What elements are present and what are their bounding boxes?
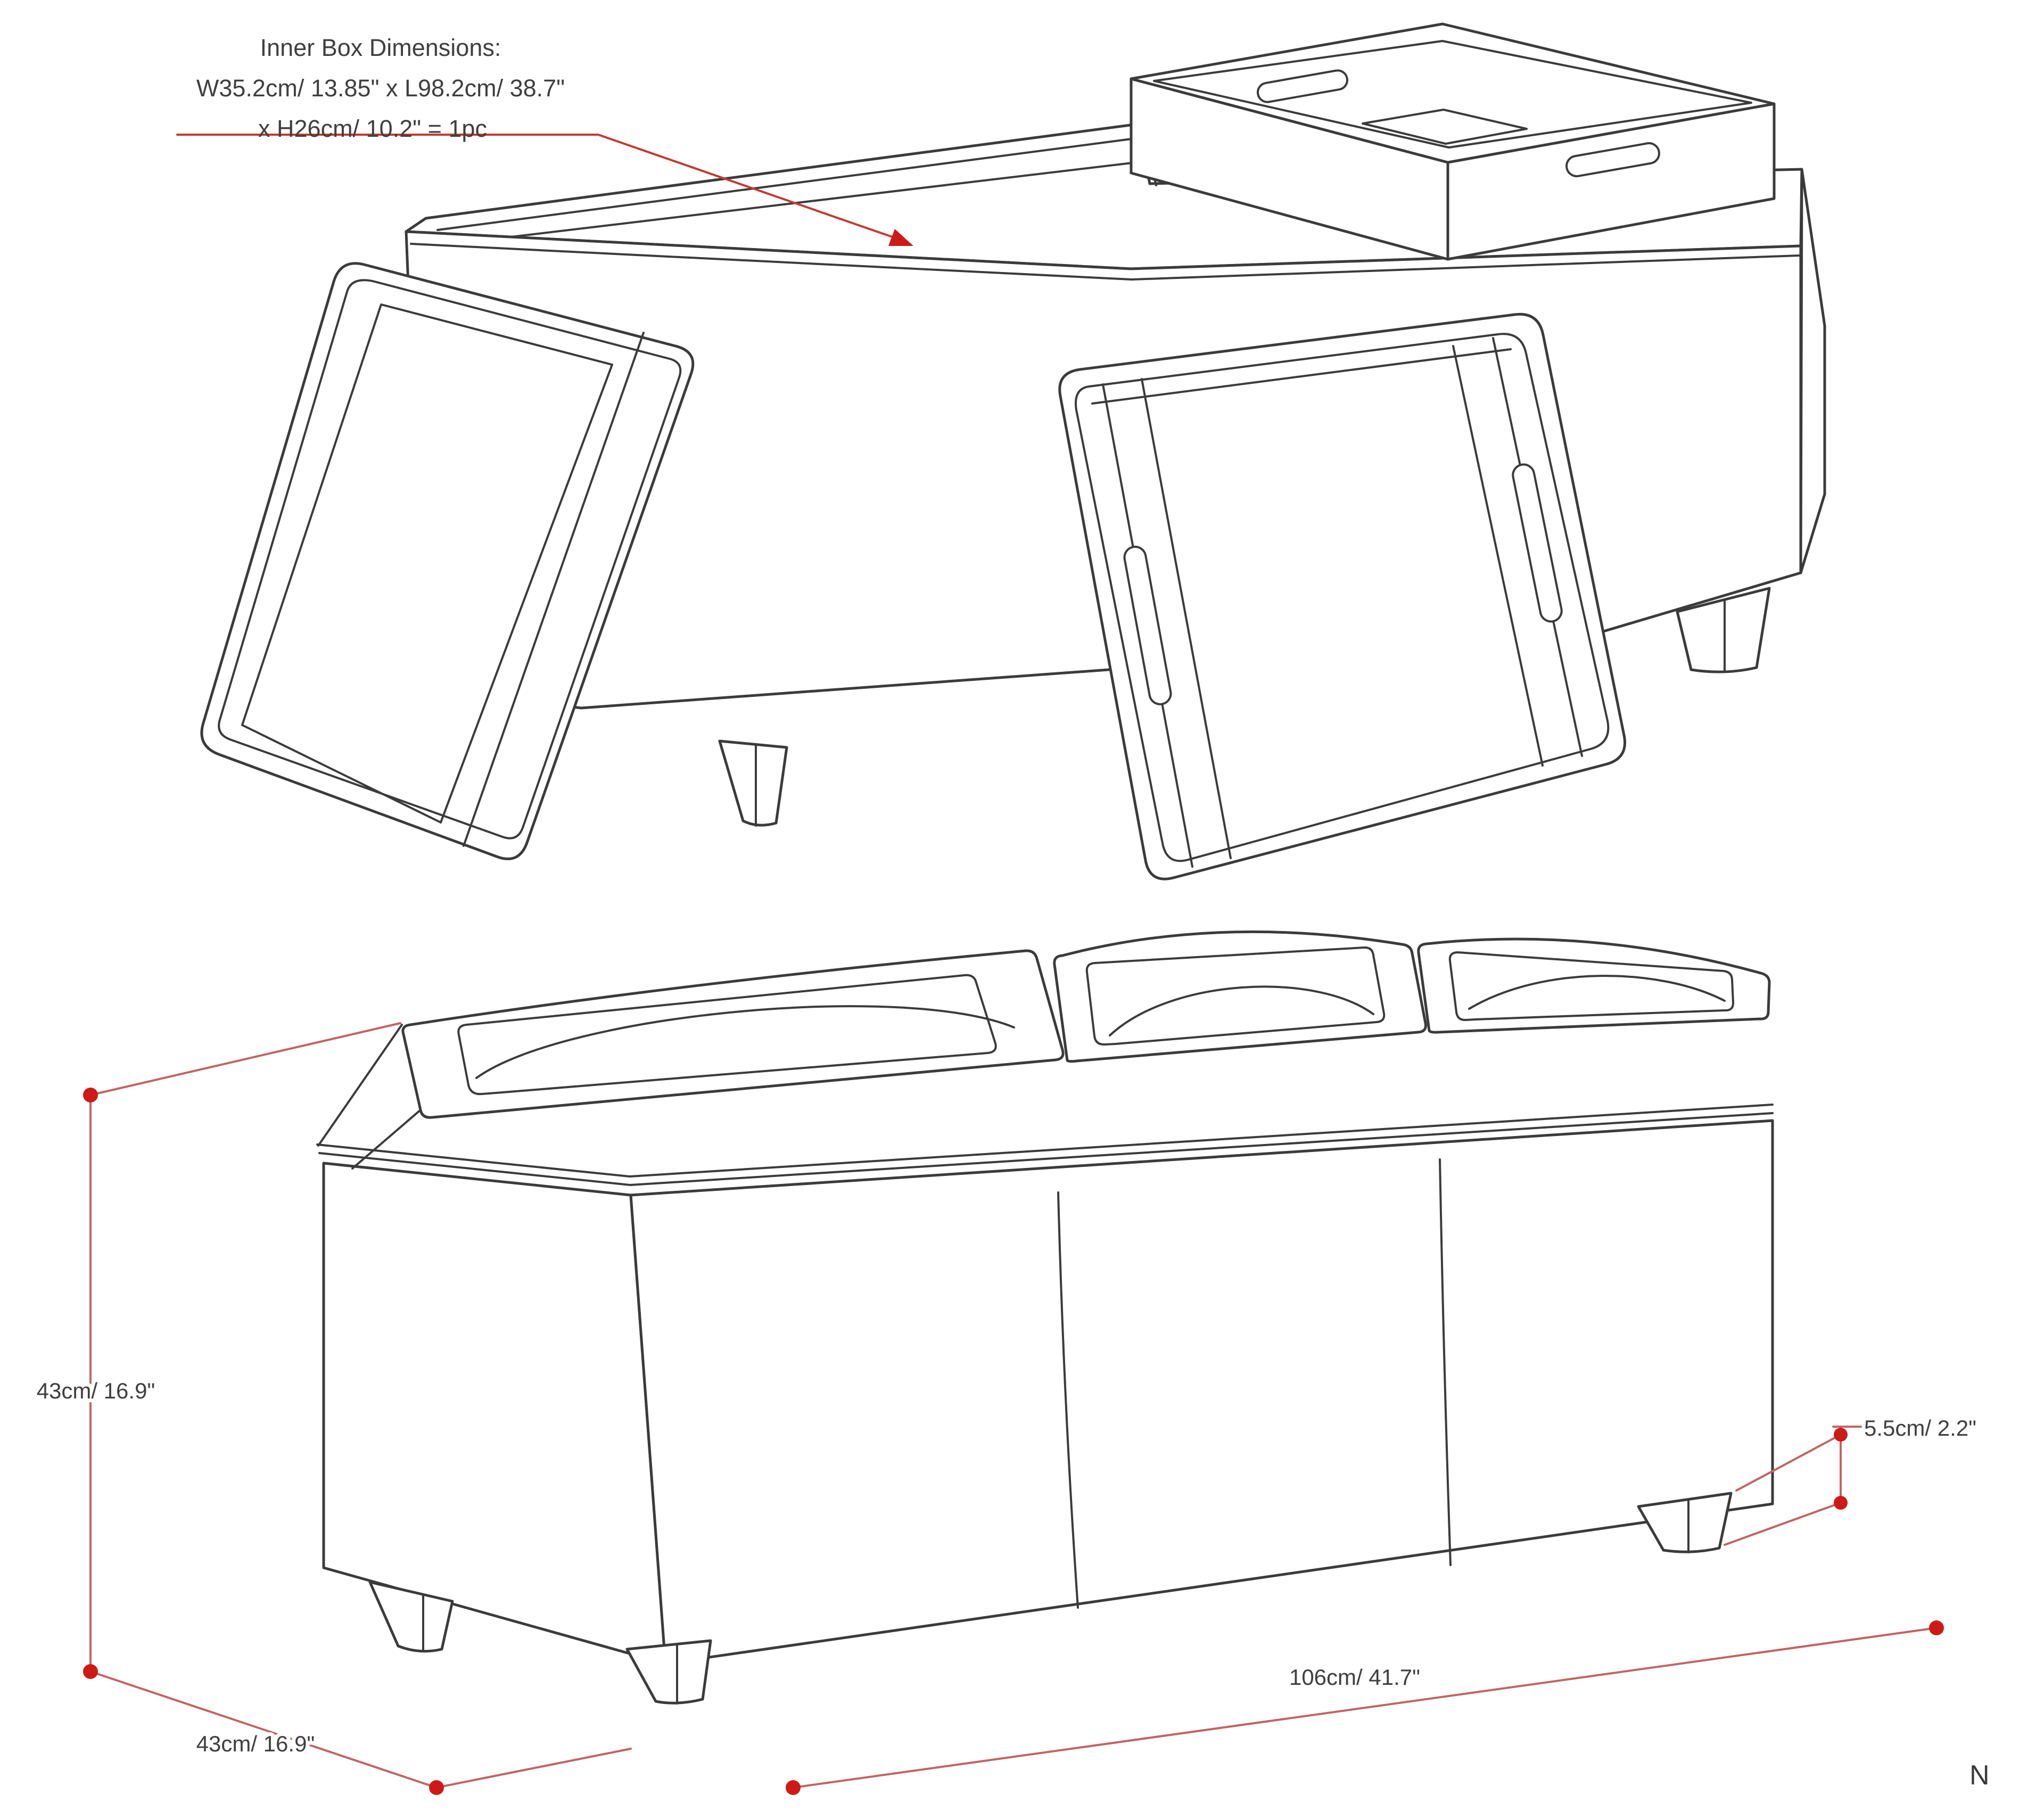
lid-band-lower (318, 1112, 1774, 1186)
trunk-opening-rim-inner (436, 136, 1144, 231)
trunk-front-rim-line (410, 243, 1800, 281)
tray-middle-outline (1058, 312, 1626, 880)
tray-middle-left-handle-icon (1123, 546, 1172, 705)
tray-left-back-panel (241, 303, 613, 824)
tray-left-side-band (463, 332, 645, 847)
inner-box-title-line3: x H26cm/ 10.2" = 1pc (258, 115, 487, 142)
height-dot-top (83, 1088, 98, 1102)
tray-box-left-handle-icon (1257, 69, 1348, 103)
leaning-tray-left (200, 262, 695, 860)
cushion-right (1417, 937, 1771, 1034)
tray-middle-top-band (1091, 348, 1512, 405)
tray-left-inner-border (218, 279, 682, 839)
leg-leader-bottom (1724, 1502, 1842, 1546)
tray-box-right-handle-icon (1565, 142, 1660, 177)
depth-corner-dot (429, 1780, 444, 1795)
leg-height-dimension-label: 5.5cm/ 2.2" (1864, 1415, 1976, 1441)
body-front-face (629, 1119, 1774, 1665)
lid-band-upper (316, 1104, 1774, 1178)
trunk-right-face (1799, 168, 1826, 574)
tray-middle-right-band-2 (1452, 345, 1544, 767)
leg-dot-top (1834, 1428, 1848, 1442)
length-dimension-line (792, 1627, 1938, 1789)
leader-arrowhead-icon (888, 229, 913, 246)
height-leader-bottom (89, 1670, 438, 1789)
inner-box-leader-line (176, 134, 909, 243)
inner-box-title-line1: Inner Box Dimensions: (260, 34, 501, 61)
labels: Inner Box Dimensions: W35.2cm/ 13.85" x … (33, 34, 1990, 1791)
trunk-front-left-leg (718, 739, 788, 827)
depth-dimension-line (435, 1748, 632, 1789)
height-dimension-label: 43cm/ 16.9" (37, 1378, 155, 1403)
height-leader-top (89, 1022, 401, 1096)
length-dot-right (1929, 1620, 1944, 1635)
cushion-left (401, 949, 1065, 1119)
tray-box-rim-inner (1153, 40, 1752, 149)
leg-dot-bottom (1834, 1496, 1848, 1510)
tray-middle-right-handle-icon (1512, 463, 1563, 623)
open-ottoman-illustration (200, 22, 1826, 880)
cushion-left-silhouette (317, 1024, 403, 1147)
depth-dimension-label: 43cm/ 16.9" (196, 1731, 315, 1756)
trunk-opening-inner-bottom (461, 161, 1138, 244)
body-seam-right (1439, 1158, 1452, 1566)
foot-front-left (625, 1639, 712, 1705)
dimension-annotations (83, 134, 1944, 1795)
trunk-right-leg (1676, 587, 1771, 673)
tray-box-inner-bottom (1362, 109, 1528, 145)
tray-middle-inner-border (1075, 333, 1610, 862)
cushion-left-thickness (351, 1109, 422, 1170)
tray-box-on-top (1130, 22, 1776, 261)
foot-right (1637, 1492, 1733, 1553)
tray-middle-left-band-2 (1141, 378, 1232, 859)
length-dot-left (786, 1780, 801, 1795)
foot-rear-left (368, 1581, 454, 1653)
inner-box-title-line2: W35.2cm/ 13.85" x L98.2cm/ 38.7" (196, 75, 565, 102)
height-dot-bottom (83, 1664, 98, 1679)
closed-ottoman-illustration (316, 930, 1774, 1705)
tray-left-outline (200, 262, 695, 860)
corner-mark: N (1969, 1760, 1990, 1791)
length-dimension-label: 106cm/ 41.7" (1289, 1665, 1420, 1690)
tray-box-rim (1130, 22, 1776, 164)
cushion-middle (1053, 930, 1427, 1063)
body-seam-left (1057, 1191, 1079, 1609)
leaning-tray-middle (1058, 312, 1626, 880)
leg-leader-top (1735, 1434, 1842, 1492)
